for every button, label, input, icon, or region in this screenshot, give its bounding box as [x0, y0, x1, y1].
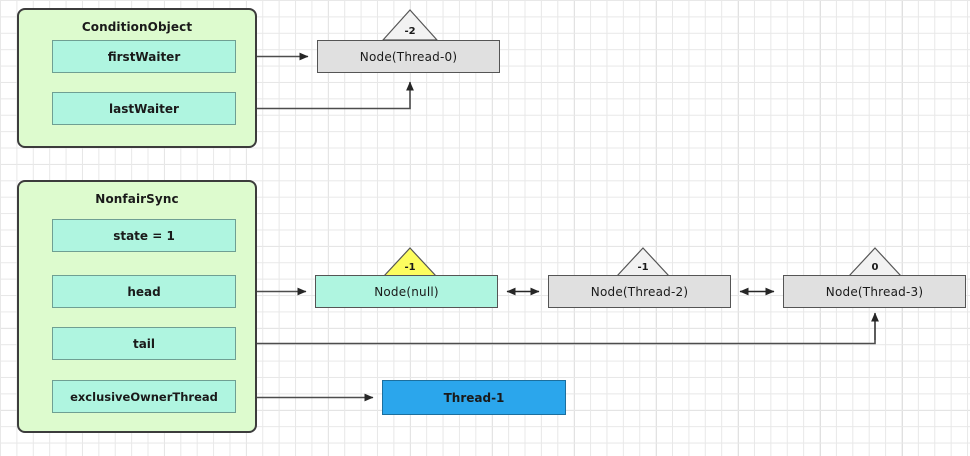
node-null[interactable]: Node(null) [315, 275, 498, 308]
edge-lastwaiter-to-node-thread-0 [235, 81, 414, 110]
edge-node-thread-3-to-tail [246, 317, 876, 348]
field-tail[interactable]: tail [52, 327, 236, 360]
node-thread-2[interactable]: Node(Thread-2) [548, 275, 731, 308]
thread-1-box[interactable]: Thread-1 [382, 380, 566, 415]
field-exclusive-owner-thread[interactable]: exclusiveOwnerThread [52, 380, 236, 413]
node-thread-3[interactable]: Node(Thread-3) [783, 275, 966, 308]
waitstatus-node-null: -1 [404, 262, 416, 273]
field-last-waiter[interactable]: lastWaiter [52, 92, 236, 125]
group-nonfair-sync[interactable]: NonfairSync state = 1 head tail exclusiv… [17, 180, 257, 433]
waitstatus-node-thread-0: -2 [404, 26, 416, 37]
group-condition-object-title: ConditionObject [81, 20, 193, 34]
waitstatus-node-thread-3: 0 [871, 262, 879, 273]
group-condition-object[interactable]: ConditionObject firstWaiter lastWaiter [17, 8, 257, 148]
waitstatus-node-thread-2: -1 [637, 262, 649, 273]
field-head[interactable]: head [52, 275, 236, 308]
field-state[interactable]: state = 1 [52, 219, 236, 252]
field-first-waiter[interactable]: firstWaiter [52, 40, 236, 73]
group-nonfair-sync-title: NonfairSync [95, 192, 179, 206]
node-thread-0[interactable]: Node(Thread-0) [317, 40, 500, 73]
